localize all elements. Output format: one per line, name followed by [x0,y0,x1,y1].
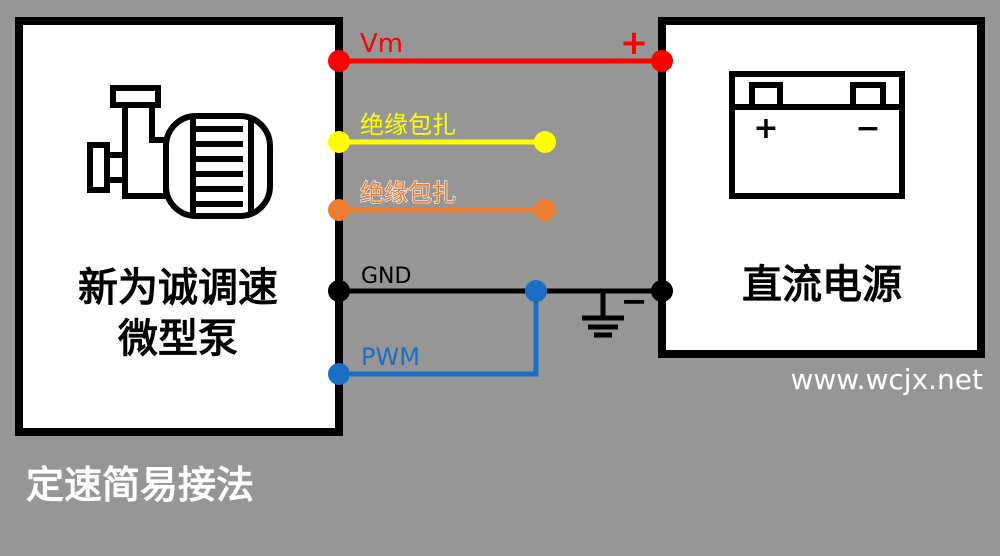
vm-terminal-power [651,50,673,72]
vm-label: Vm [360,29,403,59]
gnd-polarity-minus: − [621,282,648,320]
pump-title-line2: 微型泵 [117,316,238,362]
gnd-terminal-power [651,280,673,302]
gnd-terminal-pump [328,280,350,302]
pwm-terminal-pump [328,363,350,385]
watermark: www.wcjx.net [790,363,983,396]
pwm-label: PWM [361,343,420,371]
yellow-terminal-end [534,131,556,153]
vm-polarity-plus: + [620,23,649,63]
orange-wire-label: 绝缘包扎 [360,179,456,207]
pump-icon [87,85,273,219]
pwm-gnd-junction [525,280,547,302]
ground-icon [582,291,624,338]
orange-terminal-pump [328,199,350,221]
yellow-terminal-pump [328,131,350,153]
diagram-caption: 定速简易接法 [26,463,254,507]
pump-box [15,17,343,436]
battery-minus-sign: − [855,111,880,146]
pump-title-line1: 新为诚调速 [78,265,278,311]
gnd-label: GND [361,264,411,289]
power-supply-title: 直流电源 [742,262,902,308]
orange-terminal-end [534,199,556,221]
battery-plus-sign: + [753,111,778,146]
pwm-wire [339,291,539,377]
yellow-wire-label: 绝缘包扎 [360,111,456,139]
vm-terminal-pump [328,50,350,72]
battery-icon [729,71,905,199]
